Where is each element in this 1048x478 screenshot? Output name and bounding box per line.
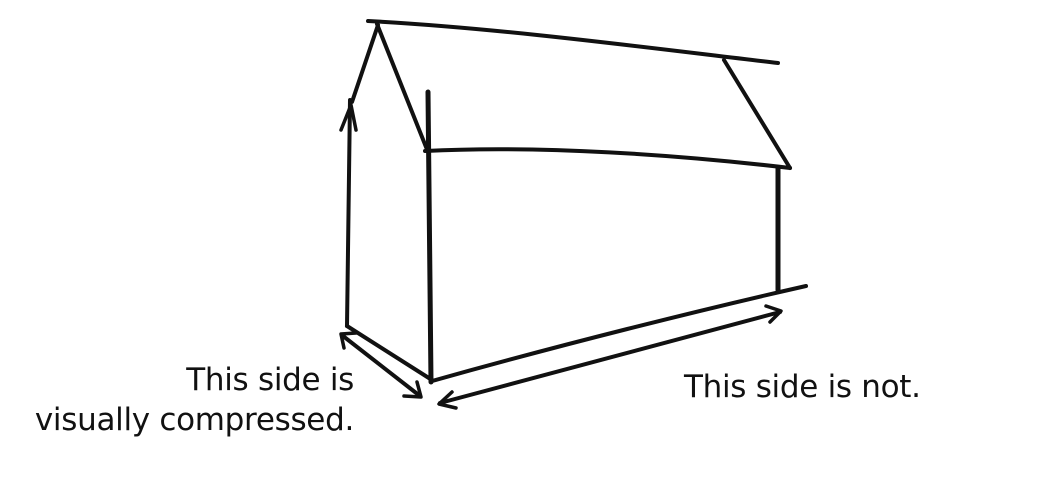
compressed-side-caption: This side is visually compressed. — [35, 360, 354, 440]
roof-right-edge — [722, 58, 792, 170]
compressed-caption-line-1: This side is — [186, 362, 354, 398]
compressed-side-double-arrow — [341, 334, 422, 398]
long-side-double-arrow — [438, 310, 782, 405]
compressed-caption-line-2: visually compressed. — [34, 402, 354, 438]
compressed-arrow-head-top — [339, 331, 358, 350]
long-arrow-head-left — [437, 390, 458, 410]
long-side-base-edge — [430, 284, 808, 383]
front-corner-vertical — [425, 89, 434, 385]
gable-base-edge — [345, 324, 434, 382]
compressed-arrow-head-bottom — [402, 380, 423, 399]
eave-line — [423, 147, 792, 170]
up-arrow-icon — [339, 103, 358, 132]
gable-end-vertical-edge — [345, 98, 352, 328]
long-arrow-head-right — [764, 304, 783, 324]
gable-right-edge — [375, 22, 430, 154]
long-side-caption: This side is not. — [684, 369, 921, 405]
gable-left-edge — [350, 23, 380, 104]
roof-ridge-line — [366, 19, 780, 65]
